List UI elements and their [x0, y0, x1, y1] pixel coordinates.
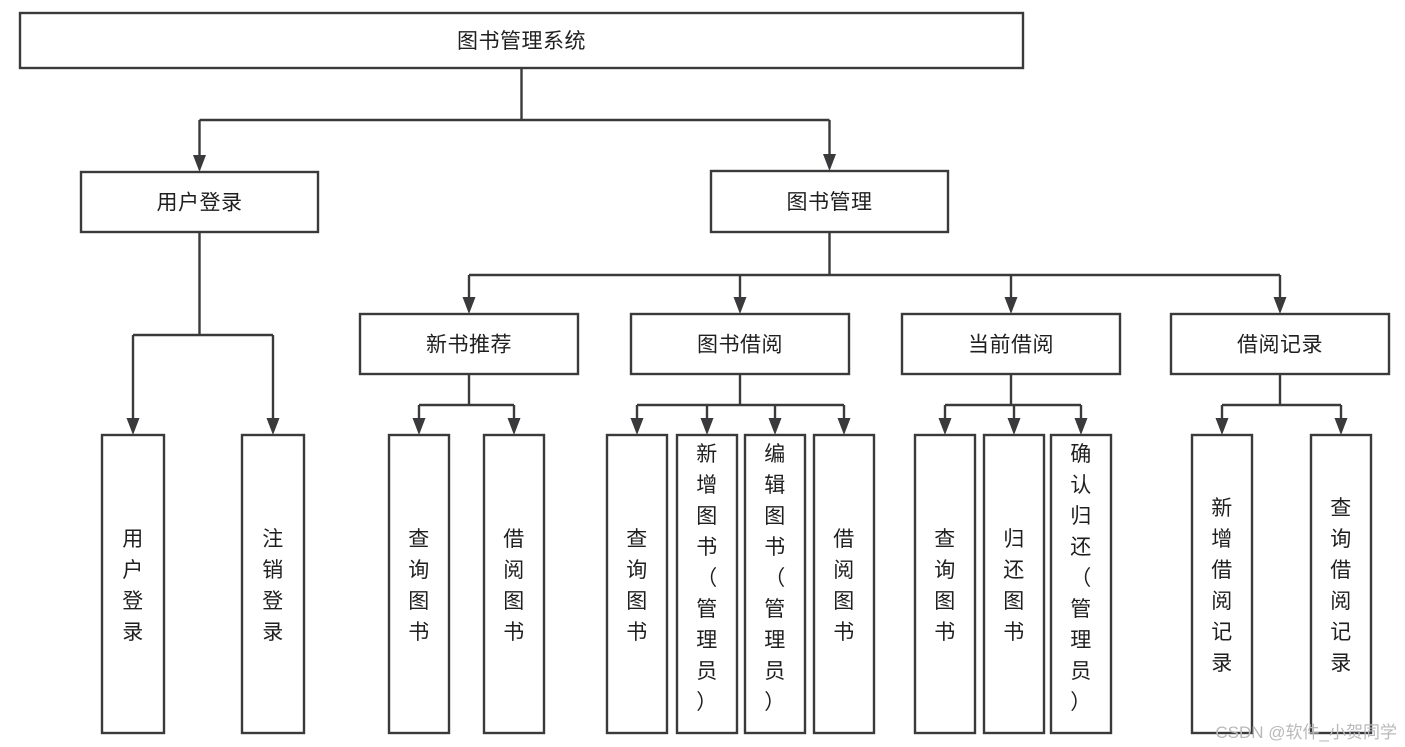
arrow-head — [630, 418, 644, 435]
node-box-leaf-borrow-book-2 — [812, 433, 876, 735]
node-box-borrow-record — [1169, 312, 1391, 376]
node-label-leaf-query-borrow-record: 查询借阅记录 — [1330, 497, 1352, 675]
arrow-head — [193, 155, 206, 172]
node-leaf-user-logout[interactable]: 注销登录 — [240, 433, 306, 735]
node-leaf-return-book[interactable]: 归还图书 — [982, 433, 1046, 735]
node-layer: 图书管理系统用户登录图书管理用户登录注销登录新书推荐查询图书借阅图书图书借阅查询… — [18, 11, 1391, 735]
node-label-leaf-add-book-admin: 新增图书（管理员） — [696, 443, 718, 714]
node-box-leaf-add-borrow-record — [1190, 433, 1254, 735]
arrow-head — [1215, 418, 1229, 435]
node-label-current-borrow: 当前借阅 — [968, 334, 1054, 357]
arrow-head — [823, 154, 836, 171]
arrow-head — [837, 418, 851, 435]
node-box-leaf-add-book-admin — [675, 433, 739, 735]
node-leaf-query-book-3[interactable]: 查询图书 — [913, 433, 977, 735]
node-box-user-login — [79, 170, 320, 234]
arrow-head — [700, 418, 714, 435]
node-label-book-borrow: 图书借阅 — [697, 334, 783, 357]
node-label-leaf-borrow-book-2: 借阅图书 — [833, 528, 855, 644]
node-leaf-confirm-return-admin[interactable]: 确认归还（管理员） — [1049, 433, 1113, 735]
node-leaf-query-borrow-record[interactable]: 查询借阅记录 — [1309, 433, 1373, 735]
node-label-leaf-confirm-return-admin: 确认归还（管理员） — [1070, 443, 1092, 714]
node-leaf-borrow-book-1[interactable]: 借阅图书 — [482, 433, 546, 735]
node-label-leaf-query-book-2: 查询图书 — [626, 528, 648, 644]
node-borrow-record[interactable]: 借阅记录 — [1169, 312, 1391, 376]
node-label-new-book-rec: 新书推荐 — [426, 334, 512, 357]
node-leaf-query-book-1[interactable]: 查询图书 — [387, 433, 451, 735]
node-label-leaf-user-login: 用户登录 — [122, 528, 144, 644]
node-box-leaf-edit-book-admin — [743, 433, 807, 735]
node-label-leaf-query-book-1: 查询图书 — [408, 528, 430, 644]
node-box-new-book-rec — [358, 312, 580, 376]
node-label-root: 图书管理系统 — [457, 30, 586, 53]
watermark-text: CSDN @软件_小贺同学 — [1215, 723, 1397, 742]
node-box-leaf-user-login — [100, 433, 166, 735]
node-label-leaf-add-borrow-record: 新增借阅记录 — [1211, 497, 1233, 675]
node-box-leaf-return-book — [982, 433, 1046, 735]
arrow-head — [266, 418, 280, 435]
arrow-head — [1004, 297, 1018, 314]
node-box-leaf-confirm-return-admin — [1049, 433, 1113, 735]
node-leaf-edit-book-admin[interactable]: 编辑图书（管理员） — [743, 433, 807, 735]
node-leaf-user-login[interactable]: 用户登录 — [100, 433, 166, 735]
arrow-head — [462, 297, 476, 314]
node-label-user-login: 用户登录 — [157, 192, 243, 215]
node-box-root — [18, 11, 1025, 70]
arrow-head — [1007, 418, 1021, 435]
arrow-head — [733, 297, 747, 314]
node-box-leaf-query-book-1 — [387, 433, 451, 735]
node-box-book-borrow — [629, 312, 851, 376]
node-root[interactable]: 图书管理系统 — [18, 11, 1025, 70]
node-box-leaf-borrow-book-1 — [482, 433, 546, 735]
connector-layer — [126, 68, 1348, 435]
node-box-leaf-user-logout — [240, 433, 306, 735]
arrow-head — [1074, 418, 1088, 435]
node-label-leaf-borrow-book-1: 借阅图书 — [503, 528, 525, 644]
node-box-current-borrow — [900, 312, 1122, 376]
node-box-leaf-query-book-3 — [913, 433, 977, 735]
node-label-leaf-edit-book-admin: 编辑图书（管理员） — [764, 443, 786, 714]
node-label-leaf-user-logout: 注销登录 — [262, 528, 284, 644]
node-box-leaf-query-borrow-record — [1309, 433, 1373, 735]
node-current-borrow[interactable]: 当前借阅 — [900, 312, 1122, 376]
arrow-head — [1334, 418, 1348, 435]
arrow-head — [1273, 297, 1287, 314]
arrow-head — [768, 418, 782, 435]
node-leaf-query-book-2[interactable]: 查询图书 — [605, 433, 669, 735]
node-new-book-rec[interactable]: 新书推荐 — [358, 312, 580, 376]
node-label-book-manage: 图书管理 — [787, 191, 873, 214]
node-label-leaf-query-book-3: 查询图书 — [934, 528, 956, 644]
node-user-login[interactable]: 用户登录 — [79, 170, 320, 234]
arrow-head — [412, 418, 426, 435]
node-book-manage[interactable]: 图书管理 — [709, 169, 950, 234]
arrow-head — [938, 418, 952, 435]
arrow-head — [507, 418, 521, 435]
node-leaf-add-borrow-record[interactable]: 新增借阅记录 — [1190, 433, 1254, 735]
node-book-borrow[interactable]: 图书借阅 — [629, 312, 851, 376]
node-label-leaf-return-book: 归还图书 — [1003, 528, 1025, 644]
node-leaf-add-book-admin[interactable]: 新增图书（管理员） — [675, 433, 739, 735]
arrow-head — [126, 418, 140, 435]
node-box-book-manage — [709, 169, 950, 234]
node-leaf-borrow-book-2[interactable]: 借阅图书 — [812, 433, 876, 735]
node-label-borrow-record: 借阅记录 — [1237, 334, 1323, 357]
node-box-leaf-query-book-2 — [605, 433, 669, 735]
